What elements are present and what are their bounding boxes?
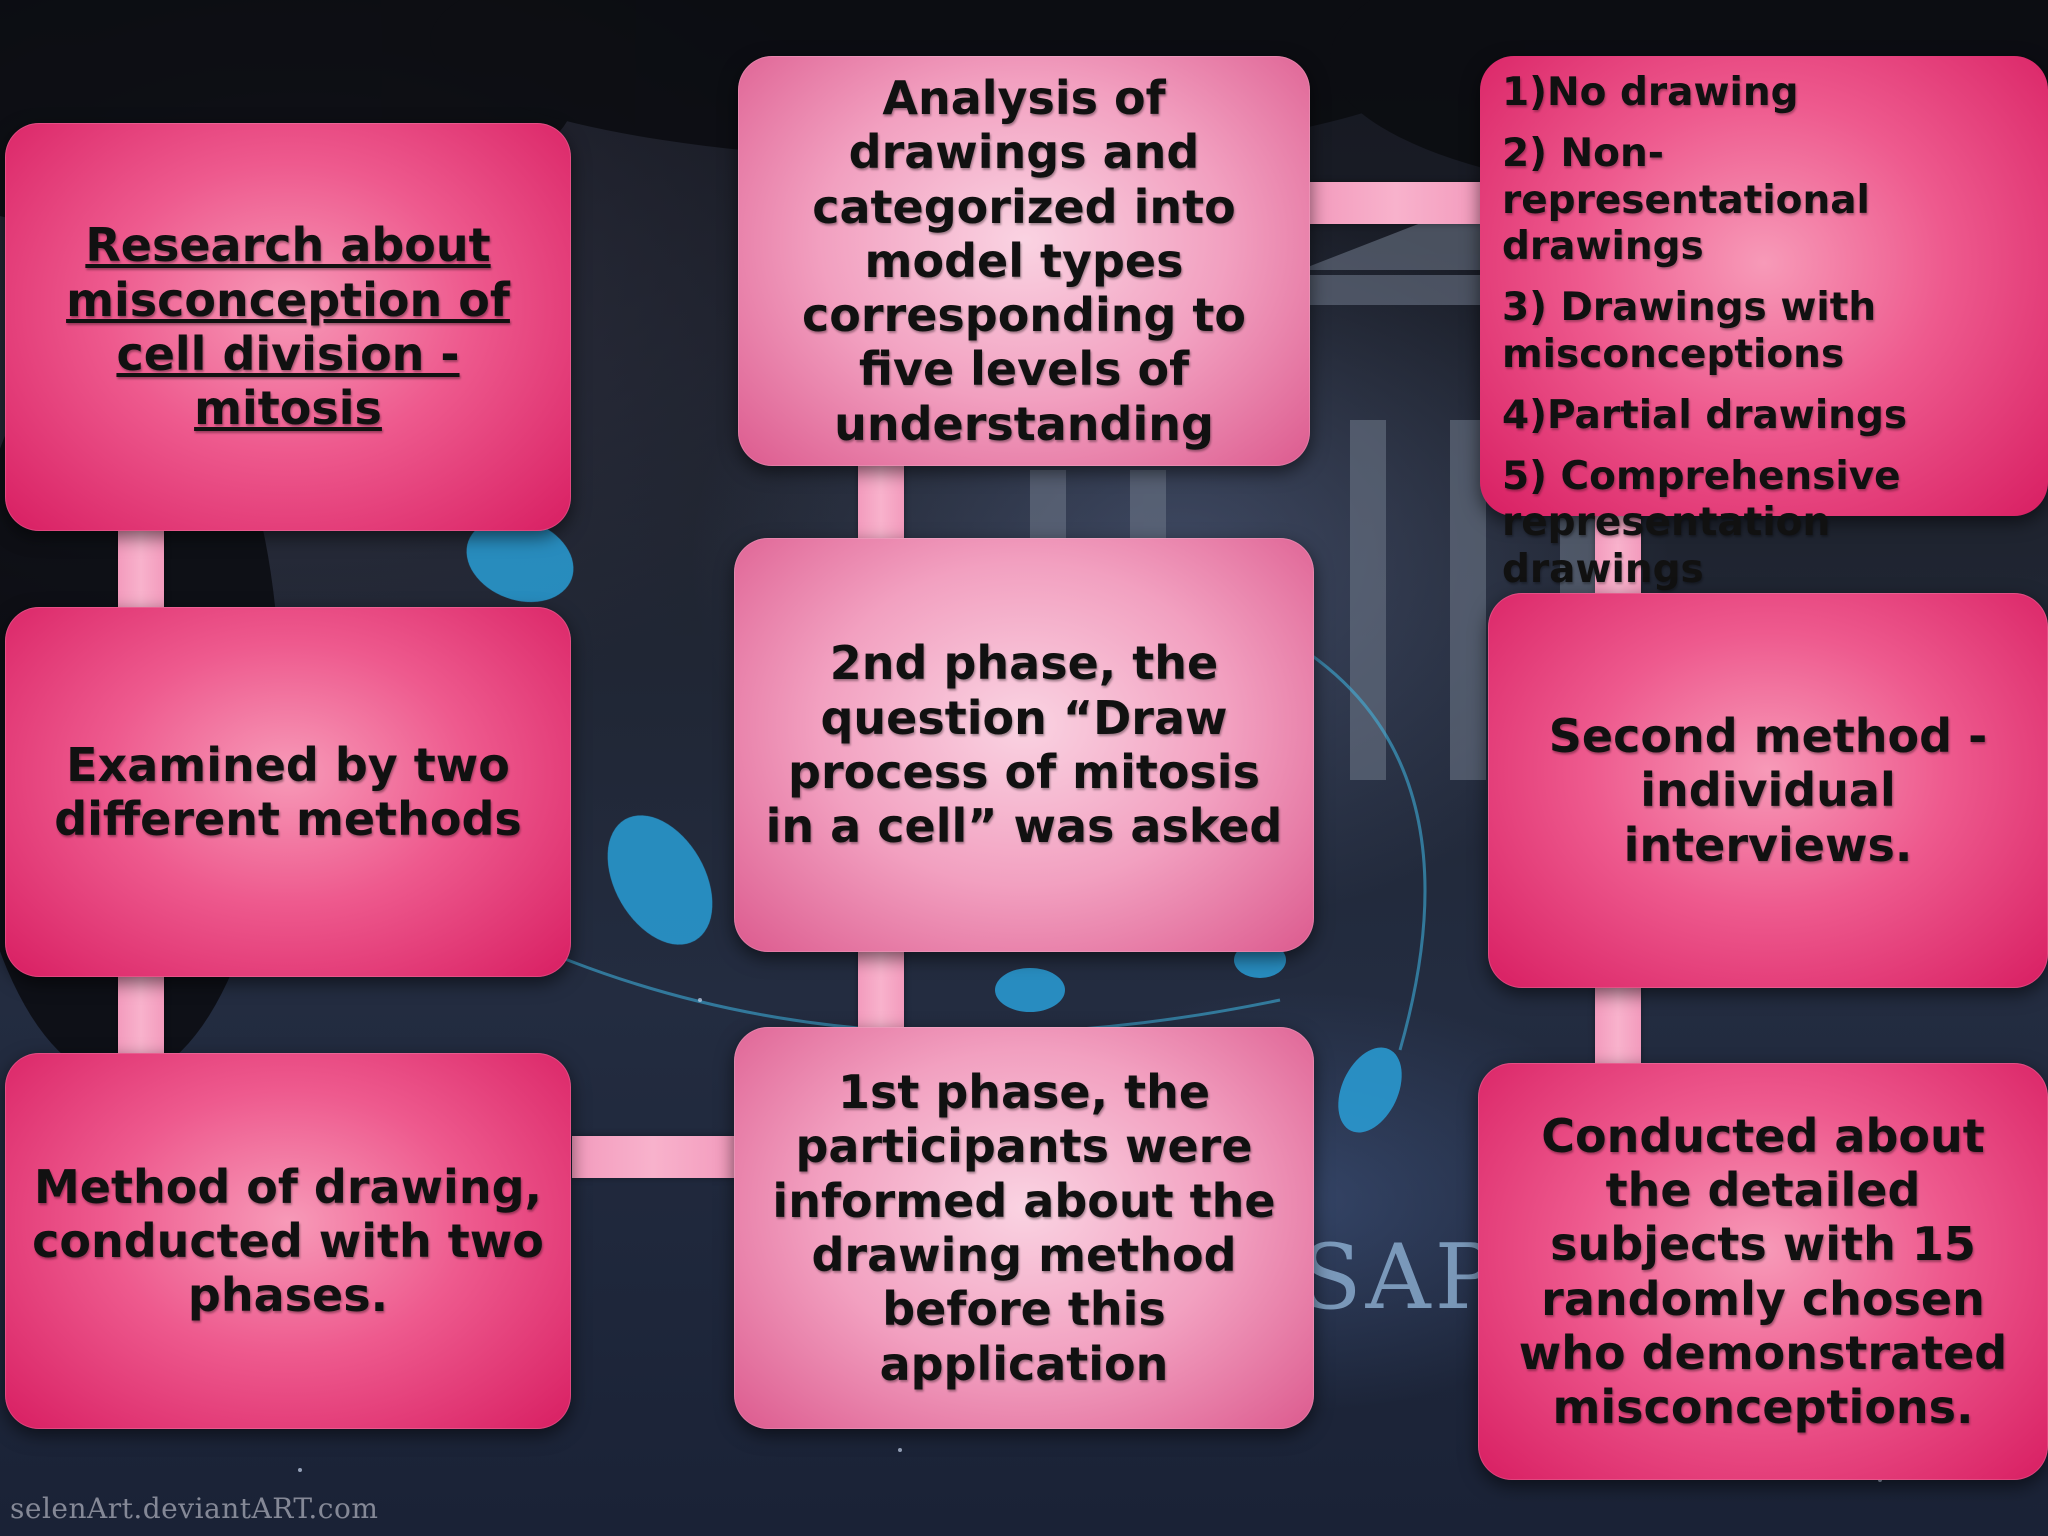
node-examined: Examined by two different methods <box>5 607 571 977</box>
node-research: Research about misconception of cell div… <box>5 123 571 531</box>
node-analysis-text: Analysis of drawings and categorized int… <box>801 71 1247 451</box>
connector-secondmethod-conducted <box>1595 985 1641 1065</box>
node-second-phase-text: 2nd phase, the question “Draw process of… <box>765 636 1283 854</box>
connector-first-second <box>858 950 904 1032</box>
node-second-method: Second method - individual interviews. <box>1488 593 2048 988</box>
level-item: 4)Partial drawings <box>1502 392 1908 438</box>
connector-examined-drawing <box>118 975 164 1055</box>
node-drawing-method-text: Method of drawing, conducted with two ph… <box>32 1159 544 1323</box>
butterfly-decoration <box>466 517 1402 1133</box>
node-drawing-method: Method of drawing, conducted with two ph… <box>5 1053 571 1429</box>
node-examined-text: Examined by two different methods <box>54 737 522 846</box>
node-analysis: Analysis of drawings and categorized int… <box>738 56 1310 466</box>
node-second-phase: 2nd phase, the question “Draw process of… <box>734 538 1314 952</box>
node-second-method-text: Second method - individual interviews. <box>1548 709 1988 872</box>
level-item: 1)No drawing <box>1502 70 1799 115</box>
connector-second-analysis <box>858 465 904 540</box>
level-item: 2) Non-representational drawings <box>1502 130 1870 270</box>
node-first-phase: 1st phase, the participants were informe… <box>734 1027 1314 1429</box>
level-item: 5) Comprehensive representation drawings <box>1502 453 1901 593</box>
node-conducted: Conducted about the detailed subjects wi… <box>1478 1063 2048 1480</box>
connector-analysis-levels <box>1310 182 1482 224</box>
watermark: selenArt.deviantART.com <box>10 1492 379 1525</box>
node-research-text: Research about misconception of cell div… <box>66 218 510 436</box>
node-levels: 1)No drawing 2) Non-representational dra… <box>1480 56 2048 592</box>
connector-drawing-first <box>572 1136 734 1178</box>
background-overlay-text: SAP <box>1300 1225 1500 1330</box>
connector-research-examined <box>118 530 164 610</box>
node-first-phase-text: 1st phase, the participants were informe… <box>772 1065 1276 1391</box>
node-conducted-text: Conducted about the detailed subjects wi… <box>1518 1108 2008 1435</box>
level-item: 3) Drawings with misconceptions <box>1502 285 1877 377</box>
connector-levels-secondmethod <box>1595 515 1641 593</box>
